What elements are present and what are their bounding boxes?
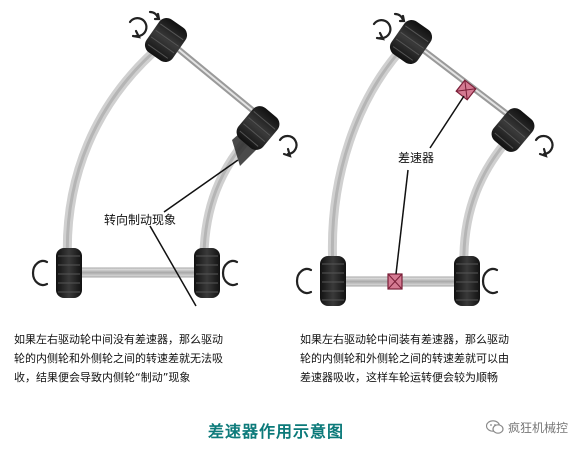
right-rotation-arrow-fl-icon [372, 12, 406, 41]
watermark: 疯狂机械控 [485, 419, 568, 436]
right-front-differential [455, 79, 477, 101]
right-inner-track [459, 130, 517, 273]
right-caption-line: 轮的内侧轮和外侧轮之间的转速差就可以由 [300, 352, 509, 365]
watermark-text: 疯狂机械控 [507, 421, 568, 435]
right-panel [295, 12, 554, 306]
left-panel [31, 10, 298, 307]
left-callout-label: 转向制动现象 [104, 213, 177, 227]
left-rotation-arrow-fr-icon [278, 134, 298, 158]
right-rear-differential [387, 273, 403, 290]
left-rotation-arrow-fl-icon [128, 10, 161, 39]
right-front-left-wheel [389, 19, 433, 65]
left-outer-track-shade [65, 40, 167, 272]
left-front-left-wheel [144, 17, 188, 63]
left-callout-line-1 [163, 159, 239, 213]
right-rear-left-wheel [320, 256, 346, 306]
right-caption-line: 差速器吸收，这样车轮运转便会较为顺畅 [300, 371, 498, 384]
left-rotation-arrow-rr-icon [221, 259, 239, 287]
left-caption-line: 如果左右驱动轮中间没有差速器，那么驱动 [14, 333, 223, 346]
left-callout-line-2 [149, 225, 197, 307]
right-caption: 如果左右驱动轮中间装有差速器，那么驱动 轮的内侧轮和外侧轮之间的转速差就可以由 … [300, 330, 570, 387]
right-rotation-arrow-fr-icon [534, 134, 554, 158]
right-rotation-arrow-rr-icon [481, 267, 499, 295]
right-rear-right-wheel [454, 256, 480, 306]
left-caption-line: 收，结果便会导致内侧轮“制动”现象 [14, 371, 191, 384]
right-callout-line-2 [395, 169, 409, 275]
left-rotation-arrow-rl-icon [31, 259, 49, 287]
right-rotation-arrow-rl-icon [295, 267, 313, 295]
right-callout-line-1 [429, 95, 465, 149]
left-caption: 如果左右驱动轮中间没有差速器，那么驱动 轮的内侧轮和外侧轮之间的转速差就无法吸 … [14, 330, 284, 387]
right-front-right-wheel [491, 108, 535, 152]
right-caption-line: 如果左右驱动轮中间装有差速器，那么驱动 [300, 333, 509, 346]
left-rear-right-wheel [194, 248, 220, 298]
diagram-title: 差速器作用示意图 [208, 422, 345, 441]
left-rear-left-wheel [56, 248, 82, 298]
left-front-right-wheel [236, 106, 280, 150]
left-caption-line: 轮的内侧轮和外侧轮之间的转速差就无法吸 [14, 352, 223, 365]
wechat-icon [485, 420, 504, 434]
right-callout-label: 差速器 [398, 151, 435, 165]
